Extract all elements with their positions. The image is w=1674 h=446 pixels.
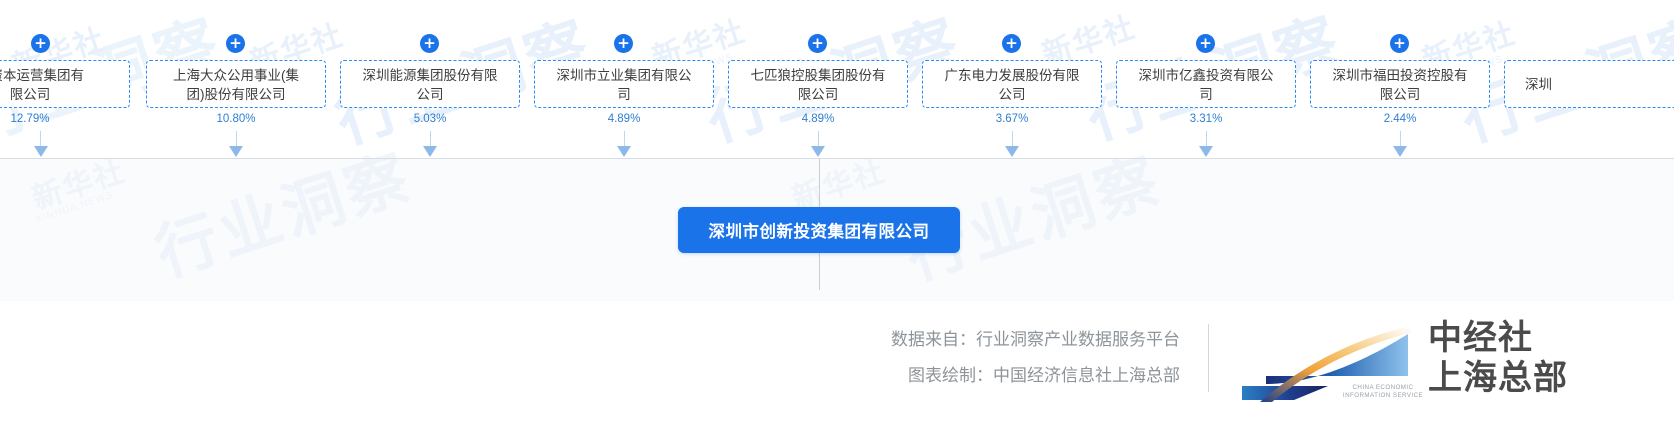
shareholder-node-label-9: 深圳: [1525, 77, 1552, 92]
expand-node-button-1[interactable]: +: [31, 34, 50, 53]
connector-stem-7: [1206, 131, 1207, 148]
connector-stem-5: [818, 131, 819, 148]
logo-chinese-text: 中经社 上海总部: [1428, 318, 1568, 398]
shareholder-pct-3: 5.03%: [413, 113, 447, 125]
shareholder-node-9[interactable]: 深圳: [1504, 60, 1674, 108]
shareholder-node-5[interactable]: 七匹狼控股集团股份有限公司: [728, 60, 908, 108]
connector-arrow-1: [34, 146, 48, 157]
footer-divider: [1208, 324, 1209, 392]
shareholder-node-label-2: 上海大众公用事业(集团)股份有限公司: [173, 67, 299, 102]
connector-arrow-7: [1199, 146, 1213, 157]
shareholder-pct-2: 10.80%: [216, 113, 256, 125]
connector-stem-3: [430, 131, 431, 148]
expand-node-button-2[interactable]: +: [226, 34, 245, 53]
logo-cn-top: 中经社: [1428, 318, 1533, 358]
shareholder-node-7[interactable]: 深圳市亿鑫投资有限公司: [1116, 60, 1296, 108]
logo-english-text: CHINA ECONOMIC INFORMATION SERVICE: [1342, 384, 1424, 399]
shareholder-node-label-6: 广东电力发展股份有限公司: [944, 67, 1080, 102]
connector-stem-4: [624, 131, 625, 148]
logo: CHINA ECONOMIC INFORMATION SERVICE 中经社 上…: [1232, 318, 1662, 408]
shareholder-node-label-8: 深圳市福田投资控股有限公司: [1332, 67, 1468, 102]
shareholder-node-label-3: 深圳能源集团股份有限公司: [362, 67, 498, 102]
shareholder-pct-8: 2.44%: [1383, 113, 1417, 125]
shareholder-node-label-1: 市资本运营集团有限公司: [0, 67, 84, 102]
expand-node-button-7[interactable]: +: [1196, 34, 1215, 53]
footer-chart-author: 图表绘制：中国经济信息社上海总部: [908, 366, 1180, 385]
connector-arrow-4: [617, 146, 631, 157]
shareholder-pct-6: 3.67%: [995, 113, 1029, 125]
shareholder-pct-7: 3.31%: [1189, 113, 1223, 125]
connector-arrow-2: [229, 146, 243, 157]
connector-arrow-3: [423, 146, 437, 157]
connector-arrow-5: [811, 146, 825, 157]
connector-stem-6: [1012, 131, 1013, 148]
footer-data-source: 数据来自：行业洞察产业数据服务平台: [891, 330, 1180, 349]
footer-credits: 数据来自：行业洞察产业数据服务平台 图表绘制：中国经济信息社上海总部: [891, 322, 1180, 394]
shareholder-node-6[interactable]: 广东电力发展股份有限公司: [922, 60, 1102, 108]
connector-arrow-6: [1005, 146, 1019, 157]
shareholder-node-8[interactable]: 深圳市福田投资控股有限公司: [1310, 60, 1490, 108]
connector-stem-2: [236, 131, 237, 148]
shareholder-node-3[interactable]: 深圳能源集团股份有限公司: [340, 60, 520, 108]
expand-node-button-8[interactable]: +: [1390, 34, 1409, 53]
shareholder-node-4[interactable]: 深圳市立业集团有限公司: [534, 60, 714, 108]
logo-cn-bottom: 上海总部: [1428, 358, 1568, 398]
expand-node-button-5[interactable]: +: [808, 34, 827, 53]
root-node[interactable]: 深圳市创新投资集团有限公司: [678, 207, 960, 253]
connector-stem-8: [1400, 131, 1401, 148]
shareholder-node-label-5: 七匹狼控股集团股份有限公司: [750, 67, 886, 102]
connector-arrow-8: [1393, 146, 1407, 157]
shareholder-node-2[interactable]: 上海大众公用事业(集团)股份有限公司: [146, 60, 326, 108]
shareholder-pct-4: 4.89%: [607, 113, 641, 125]
expand-node-button-4[interactable]: +: [614, 34, 633, 53]
shareholder-pct-5: 4.89%: [801, 113, 835, 125]
shareholder-node-label-7: 深圳市亿鑫投资有限公司: [1138, 67, 1274, 102]
expand-node-button-3[interactable]: +: [420, 34, 439, 53]
connector-stem-1: [40, 131, 41, 148]
expand-node-button-6[interactable]: +: [1002, 34, 1021, 53]
shareholder-node-1[interactable]: 市资本运营集团有限公司: [0, 60, 130, 108]
connector-bus-line: [0, 158, 1674, 159]
shareholder-node-label-4: 深圳市立业集团有限公司: [556, 67, 692, 102]
swoosh-logo-icon: [1232, 324, 1412, 407]
shareholder-pct-1: 12.79%: [10, 113, 50, 125]
chart-footer: 数据来自：行业洞察产业数据服务平台 图表绘制：中国经济信息社上海总部: [0, 302, 1674, 446]
